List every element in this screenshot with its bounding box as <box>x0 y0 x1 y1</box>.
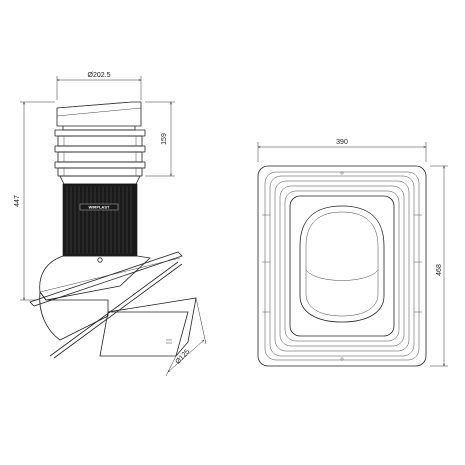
dim-top-diameter: Ø202.5 <box>57 72 141 100</box>
pipe <box>99 297 197 357</box>
cap-height-label: 159 <box>161 133 168 145</box>
vent-body: WIRPLAST <box>62 183 138 257</box>
vent-louvers <box>54 129 146 185</box>
roof-plane <box>29 251 183 359</box>
dim-plate-height: 468 <box>430 166 448 366</box>
dim-plate-width: 390 <box>258 139 426 162</box>
vent-cap <box>56 101 142 131</box>
top-diameter-label: Ø202.5 <box>88 72 111 79</box>
plate-ribs <box>264 171 420 361</box>
plate-width-label: 390 <box>336 139 348 146</box>
brand-label: WIRPLAST <box>89 205 110 210</box>
plate-ribs-detail <box>262 171 422 361</box>
pipe-opening <box>299 205 385 323</box>
plate-height-label: 468 <box>436 264 443 276</box>
total-height-label: 447 <box>14 195 21 207</box>
dim-cap-height: 159 <box>145 102 175 176</box>
dim-total-height: 447 <box>14 102 55 300</box>
side-view: WIRPLAST Ø202.5 <box>14 72 207 377</box>
vent-elbow <box>39 255 181 341</box>
dim-pipe-diameter: Ø125 <box>165 297 207 377</box>
top-view: 390 468 <box>258 139 448 366</box>
flashing-plate <box>257 165 427 367</box>
